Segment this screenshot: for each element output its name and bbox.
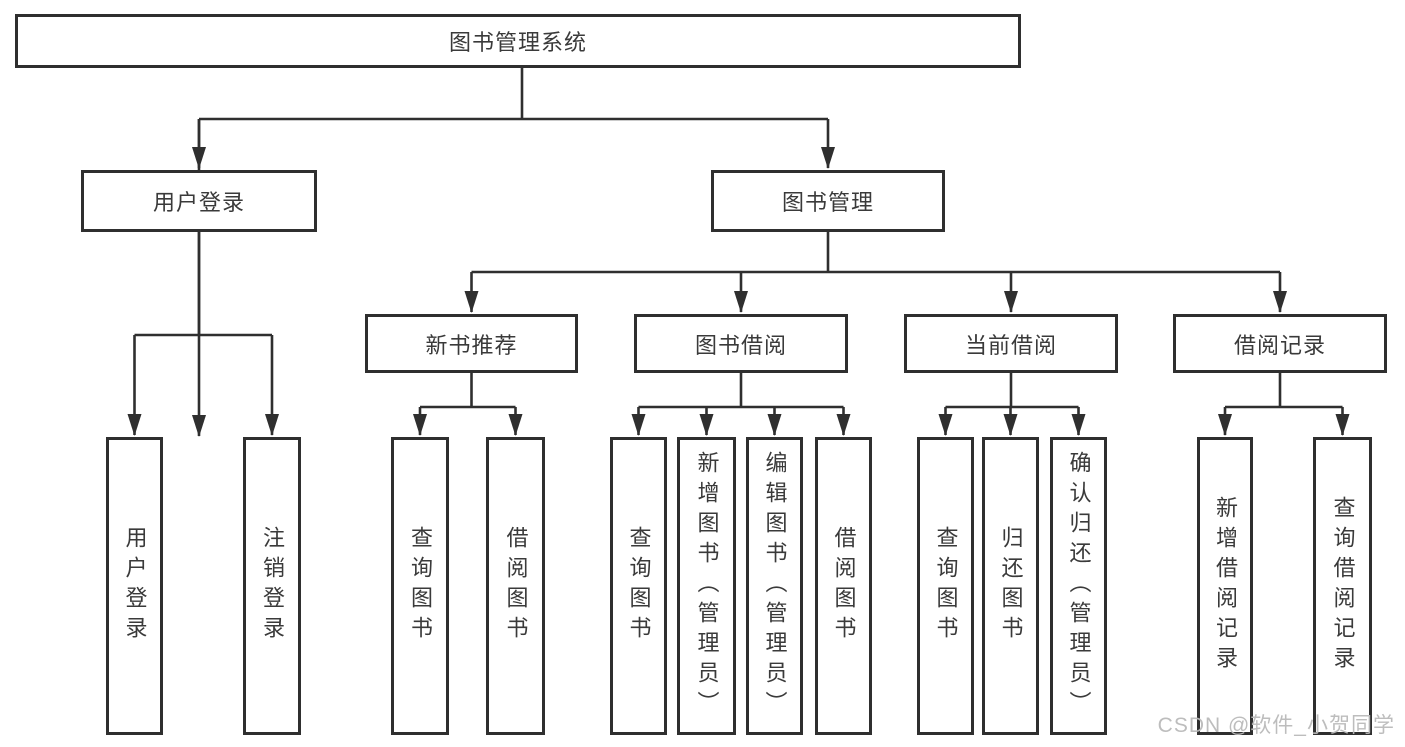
- leaf-logout: 注销登录: [243, 437, 301, 735]
- node-book-borrow: 图书借阅: [634, 314, 848, 373]
- csdn-watermark: CSDN @软件_小贺同学: [1157, 714, 1395, 737]
- leaf-cb-query-book: 查询图书: [917, 437, 974, 735]
- leaf-bb-edit-book-admin: 编辑图书（管理员）: [746, 437, 803, 735]
- leaf-rec-query-book: 查询图书: [391, 437, 449, 735]
- node-user-login: 用户登录: [81, 170, 317, 232]
- leaf-cb-confirm-return-admin: 确认归还（管理员）: [1050, 437, 1107, 735]
- leaf-br-add-record: 新增借阅记录: [1197, 437, 1253, 735]
- leaf-bb-add-book-admin: 新增图书（管理员）: [677, 437, 736, 735]
- node-book-management: 图书管理: [711, 170, 945, 232]
- leaf-cb-return-book: 归还图书: [982, 437, 1039, 735]
- leaf-rec-borrow-book: 借阅图书: [486, 437, 545, 735]
- leaf-bb-query-book: 查询图书: [610, 437, 667, 735]
- leaf-br-query-record: 查询借阅记录: [1313, 437, 1372, 735]
- node-new-book-recommend: 新书推荐: [365, 314, 578, 373]
- node-borrow-records: 借阅记录: [1173, 314, 1387, 373]
- node-current-borrow: 当前借阅: [904, 314, 1118, 373]
- leaf-user-login: 用户登录: [106, 437, 163, 735]
- node-root: 图书管理系统: [15, 14, 1021, 68]
- leaf-bb-borrow-book: 借阅图书: [815, 437, 872, 735]
